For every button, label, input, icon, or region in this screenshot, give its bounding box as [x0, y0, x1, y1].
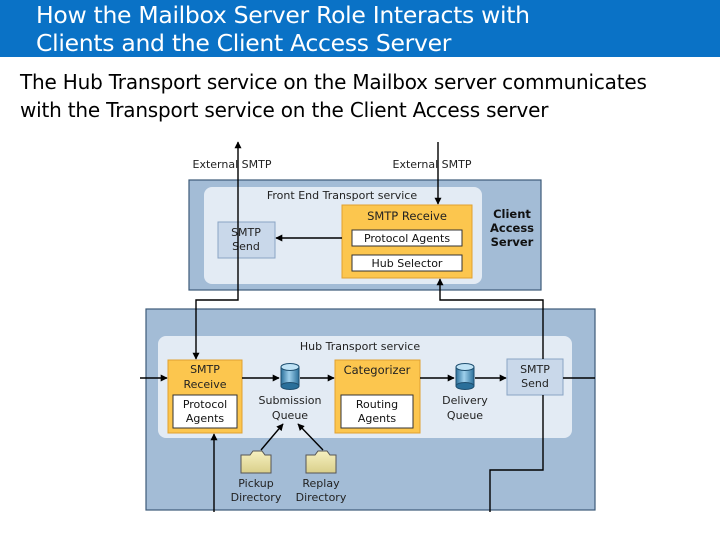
svg-text:SMTP: SMTP: [190, 363, 220, 376]
svg-text:Agents: Agents: [186, 412, 225, 425]
svg-text:Client: Client: [493, 207, 531, 221]
svg-text:Queue: Queue: [447, 409, 483, 422]
title-bar: How the Mailbox Server Role Interacts wi…: [0, 0, 720, 57]
arrow-replay-to-submission: [297, 423, 324, 451]
svg-text:Delivery: Delivery: [442, 394, 488, 407]
svg-text:Send: Send: [521, 377, 549, 390]
mailbox-protocol-agents-box: [172, 394, 238, 429]
routing-agents-box: [340, 394, 414, 429]
slide-body-line-1: The Hub Transport service on the Mailbox…: [20, 70, 647, 94]
svg-text:Categorizer: Categorizer: [344, 363, 411, 377]
cas-protocol-agents-box: [351, 229, 463, 247]
hub-transport-label: Hub Transport service: [300, 340, 420, 353]
svg-text:Server: Server: [491, 235, 534, 249]
mailbox-smtp-send-box: [506, 358, 564, 396]
submission-queue-icon: [280, 363, 300, 390]
svg-text:Protocol Agents: Protocol Agents: [364, 232, 450, 245]
arrow-mailbox-to-hub-selector: [436, 278, 544, 359]
svg-text:Submission: Submission: [259, 394, 322, 407]
svg-text:Protocol: Protocol: [183, 398, 227, 411]
external-smtp-in-label: External SMTP: [393, 158, 472, 171]
svg-text:Send: Send: [232, 240, 260, 253]
svg-text:Queue: Queue: [272, 409, 308, 422]
pickup-directory-folder-icon: [240, 450, 272, 474]
svg-text:Replay: Replay: [302, 477, 340, 490]
svg-text:Access: Access: [490, 221, 534, 235]
svg-text:Directory: Directory: [231, 491, 282, 504]
arrow-smtp-send-down: [489, 395, 544, 512]
arrow-pickup-to-submission: [260, 423, 284, 451]
svg-text:Hub Selector: Hub Selector: [372, 257, 443, 270]
front-end-transport-label: Front End Transport service: [267, 189, 417, 202]
cas-smtp-send-box: [217, 221, 276, 259]
external-smtp-out-label: External SMTP: [193, 158, 272, 171]
replay-directory-folder-icon: [305, 450, 337, 474]
slide-title-line-2: Clients and the Client Access Server: [36, 29, 452, 57]
connectors: [140, 141, 595, 512]
svg-text:SMTP Receive: SMTP Receive: [367, 209, 447, 223]
slide-title-line-1: How the Mailbox Server Role Interacts wi…: [36, 1, 530, 29]
svg-text:SMTP: SMTP: [231, 226, 261, 239]
cas-server-label: Client Access Server: [490, 207, 534, 249]
svg-text:Agents: Agents: [358, 412, 397, 425]
arrow-cas-to-mailbox: [192, 296, 239, 360]
svg-text:Receive: Receive: [183, 378, 226, 391]
hub-selector-box: [351, 254, 463, 272]
svg-text:SMTP: SMTP: [520, 363, 550, 376]
svg-text:Routing: Routing: [356, 398, 398, 411]
delivery-queue-icon: [455, 363, 475, 390]
slide-body-line-2: with the Transport service on the Client…: [20, 98, 549, 122]
svg-text:Pickup: Pickup: [238, 477, 273, 490]
svg-text:Directory: Directory: [296, 491, 347, 504]
